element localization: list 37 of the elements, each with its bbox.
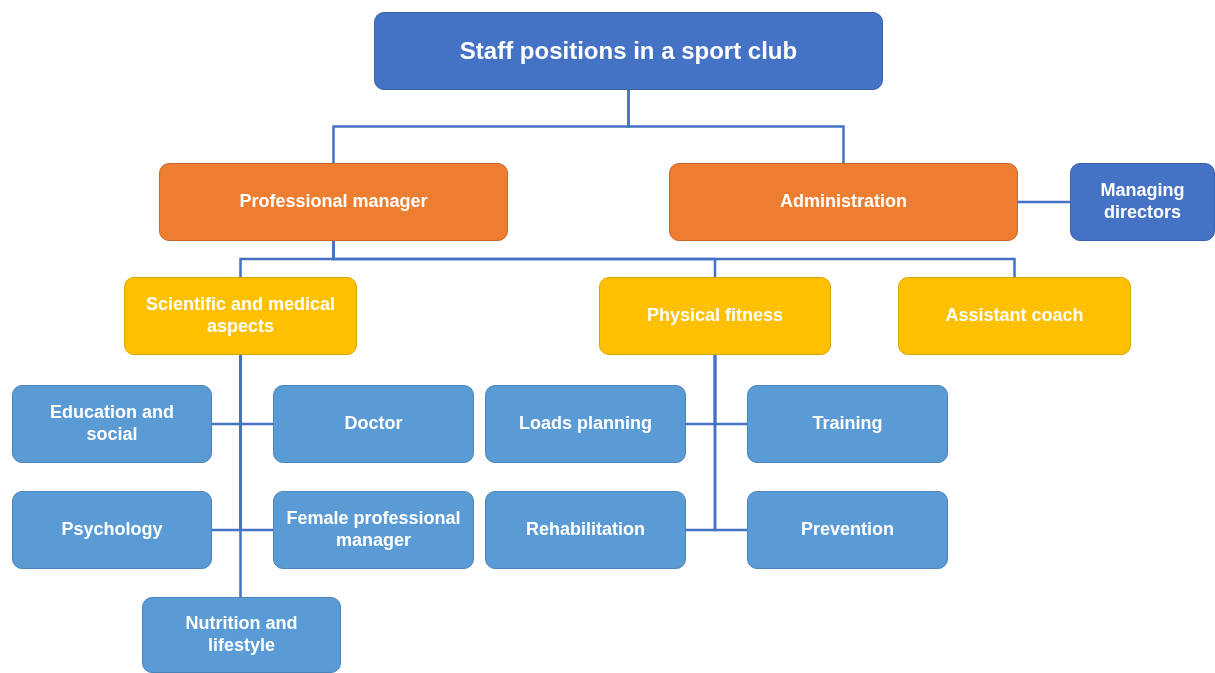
node-label: Physical fitness [646, 305, 784, 327]
org-box [747, 491, 948, 569]
org-box [159, 163, 508, 241]
node-label: Staff positions in a sport club [459, 36, 798, 66]
org-box [599, 277, 831, 355]
node-label: Managing directors [1099, 180, 1186, 224]
org-box [485, 491, 686, 569]
node-label: Nutrition and lifestyle [184, 613, 299, 657]
connector-line [627, 90, 845, 163]
org-box [747, 385, 948, 463]
node-label: Female professional manager [285, 508, 462, 552]
node-label: Education and social [49, 402, 175, 446]
node-label: Administration [780, 191, 907, 213]
node-label: Assistant coach [945, 305, 1084, 327]
title-box [374, 12, 883, 90]
org-box [273, 385, 474, 463]
node-label: Doctor [344, 413, 403, 435]
node-label: Scientific and medical aspects [144, 294, 337, 338]
org-box [898, 277, 1131, 355]
node-label: Loads planning [519, 413, 652, 435]
org-box [669, 163, 1018, 241]
connector-line [1018, 200, 1070, 204]
connector-line [713, 355, 747, 532]
connector-line [332, 241, 1016, 277]
node-label: Rehabilitation [526, 519, 645, 541]
org-box [124, 277, 357, 355]
org-box [485, 385, 686, 463]
node-label: Prevention [801, 519, 894, 541]
connector-line [239, 355, 242, 597]
org-box [12, 491, 212, 569]
org-box [142, 597, 341, 673]
org-box [273, 491, 474, 569]
node-label: Professional manager [239, 191, 428, 213]
org-box [12, 385, 212, 463]
node-label: Training [812, 413, 883, 435]
org-box [1070, 163, 1215, 241]
node-label: Psychology [61, 519, 163, 541]
